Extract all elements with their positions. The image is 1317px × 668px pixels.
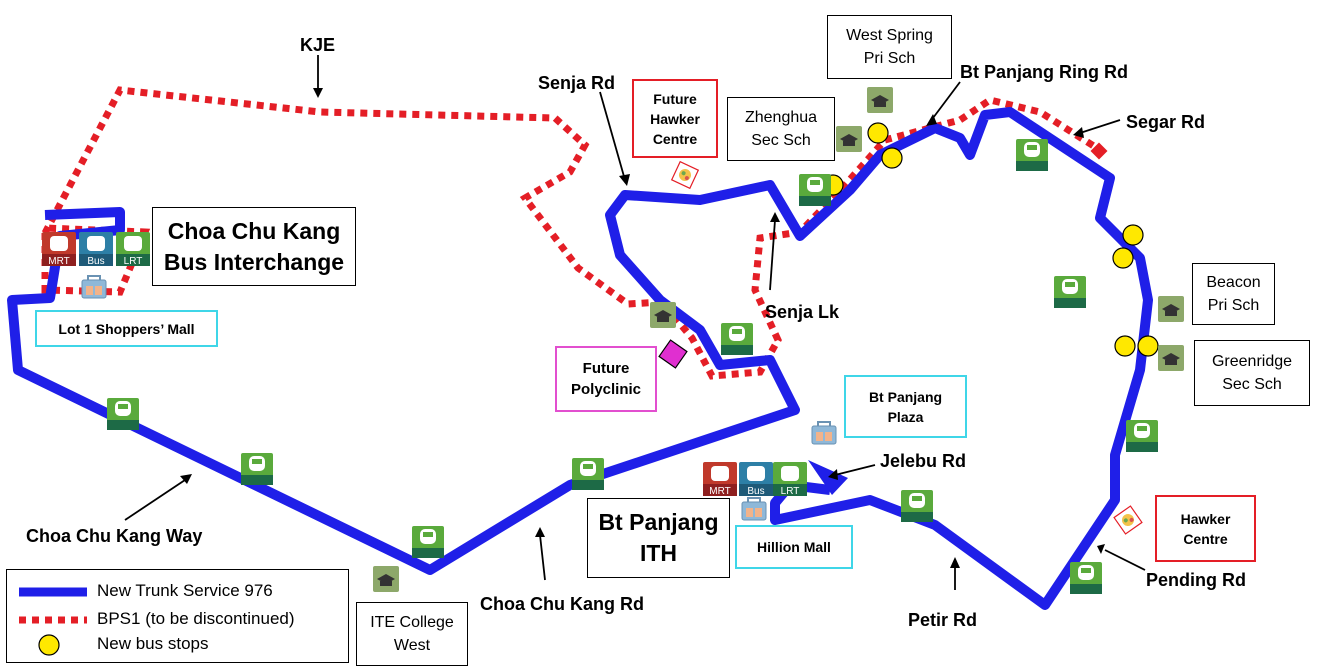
lrt-icon xyxy=(721,323,753,355)
school-icon xyxy=(836,126,862,152)
lrt-icon xyxy=(412,526,444,558)
label-choa-chu-kang-way: Choa Chu Kang Way xyxy=(26,526,202,546)
mrt-label: MRT xyxy=(48,256,69,267)
lrt-icon xyxy=(799,174,831,206)
pointer-arrows xyxy=(124,55,1146,590)
trunk-route xyxy=(7,107,1153,610)
bus-stop xyxy=(1122,224,1144,246)
lrt-icon xyxy=(1054,276,1086,308)
bus-label: Bus xyxy=(87,256,104,267)
school-icon xyxy=(373,566,399,592)
legend-bps1-label: BPS1 (to be discontinued) xyxy=(97,609,295,628)
lrt-icon xyxy=(1126,420,1158,452)
school-icon xyxy=(1158,345,1184,371)
bus-label: Bus xyxy=(747,486,764,497)
mrt-label: MRT xyxy=(709,486,730,497)
lrt-icon xyxy=(1016,139,1048,171)
pointer-arrowheads xyxy=(180,88,1105,568)
mall-icon xyxy=(741,497,767,521)
lrt-icon xyxy=(1070,562,1102,594)
bus-stop xyxy=(881,147,903,169)
lot1-mall-box: Lot 1 Shoppers’ Mall xyxy=(35,310,218,347)
lrt-icon xyxy=(241,453,273,485)
bus-stop xyxy=(1137,335,1159,357)
bus-stop xyxy=(1114,335,1136,357)
lrt-icon xyxy=(901,490,933,522)
hawker-icon xyxy=(671,161,699,189)
legend-swatches xyxy=(19,587,87,656)
lrt-label: LRT xyxy=(781,486,800,497)
label-bt-panjang-ring-rd: Bt Panjang Ring Rd xyxy=(960,62,1128,82)
mall-icon xyxy=(811,421,837,445)
jelebu-arrowhead xyxy=(808,460,848,495)
lrt-icon xyxy=(107,398,139,430)
lrt-icon xyxy=(572,458,604,490)
label-petir-rd: Petir Rd xyxy=(908,610,977,630)
school-icon xyxy=(1158,296,1184,322)
label-choa-chu-kang-rd: Choa Chu Kang Rd xyxy=(480,594,644,614)
school-icon xyxy=(650,302,676,328)
label-kje: KJE xyxy=(300,35,335,55)
school-icon xyxy=(867,87,893,113)
legend-stops-label: New bus stops xyxy=(97,634,209,653)
hawker-icon xyxy=(1113,505,1143,535)
legend: New Trunk Service 976 BPS1 (to be discon… xyxy=(6,569,349,663)
label-segar-rd: Segar Rd xyxy=(1126,112,1205,132)
bt-panjang-interchange-icons: MRT Bus LRT xyxy=(703,462,807,497)
bus-stop xyxy=(1112,247,1134,269)
bus-stop xyxy=(867,122,889,144)
label-senja-rd: Senja Rd xyxy=(538,73,615,93)
label-jelebu-rd: Jelebu Rd xyxy=(880,451,966,471)
mall-icon xyxy=(81,275,107,299)
polyclinic-marker xyxy=(658,339,688,369)
legend-stop-swatch xyxy=(38,634,60,656)
label-senja-lk: Senja Lk xyxy=(765,302,840,322)
bps1-route xyxy=(41,86,1102,380)
legend-trunk-label: New Trunk Service 976 xyxy=(97,581,273,600)
hillion-mall-box: Hillion Mall xyxy=(735,525,853,569)
lrt-label: LRT xyxy=(124,256,143,267)
cck-interchange-icons: MRT Bus LRT xyxy=(42,232,150,267)
label-pending-rd: Pending Rd xyxy=(1146,570,1246,590)
